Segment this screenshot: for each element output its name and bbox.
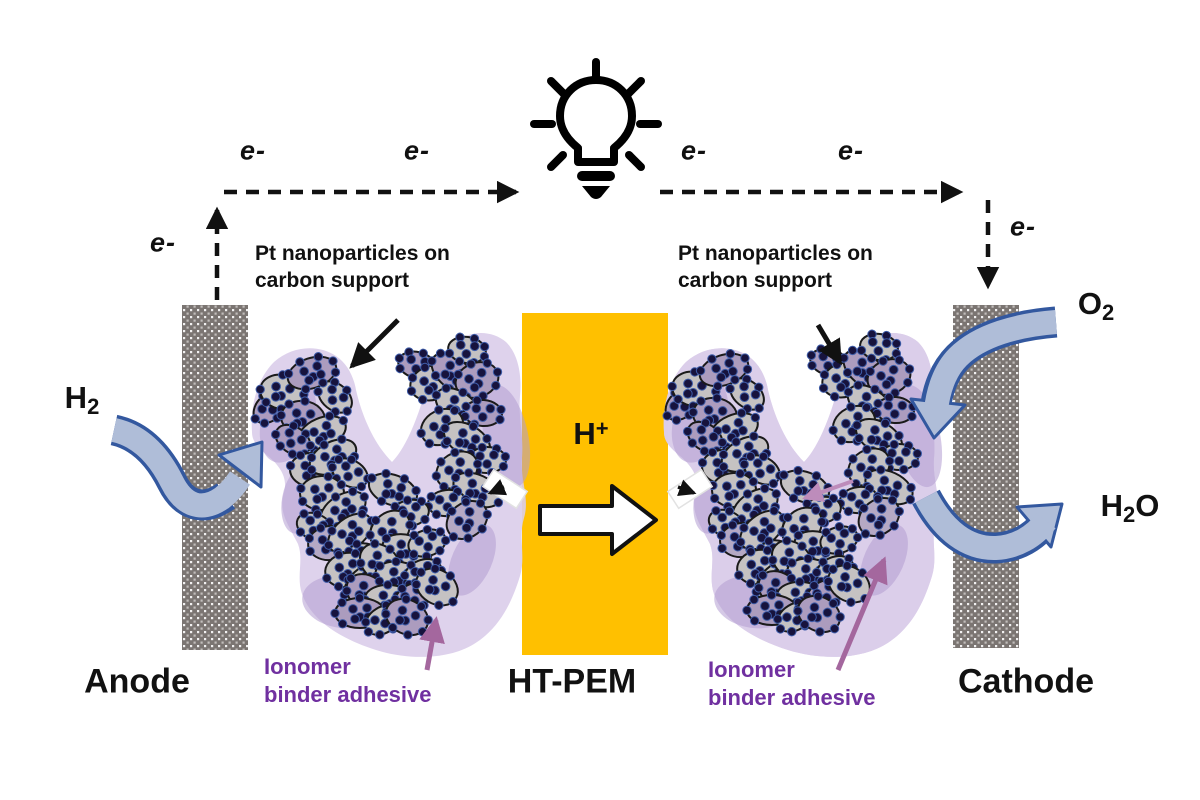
oxygen-flow-arrow: [909, 306, 1058, 440]
ionomer-caption-left: Ionomer binder adhesive: [264, 653, 432, 709]
pt-caption-left-line1: Pt nanoparticles on: [255, 242, 450, 265]
ionomer-caption-right-line2: binder adhesive: [708, 685, 876, 710]
electron-label-right-1: e-: [680, 135, 708, 166]
pt-caption-right-line2: carbon support: [678, 269, 833, 292]
pt-caption-left-line2: carbon support: [255, 269, 410, 292]
ionomer-pointer-arrow-left: [419, 616, 445, 671]
hydrogen-flow-arrow: [109, 414, 264, 521]
light-bulb-icon: [530, 58, 662, 199]
electron-label-right-2: e-: [837, 135, 865, 166]
cathode-label: Cathode: [958, 662, 1094, 701]
ionomer-caption-right: Ionomer binder adhesive: [708, 656, 876, 712]
pt-caption-right-line1: Pt nanoparticles on: [678, 242, 873, 265]
electron-label-left-mid: e-: [403, 135, 431, 166]
electron-label-anode-side: e-: [149, 227, 177, 258]
ionomer-caption-right-line1: Ionomer: [708, 657, 795, 682]
electron-circuit: [205, 180, 1000, 300]
ionomer-caption-left-line2: binder adhesive: [264, 682, 432, 707]
ht-pem-membrane: [522, 313, 668, 655]
pt-pointer-arrow-right: [815, 323, 843, 366]
catalyst-cluster-anode: [250, 332, 511, 640]
water-flow-arrow: [912, 489, 1064, 564]
membrane-label: HT-PEM: [507, 662, 637, 701]
catalyst-cluster-cathode: [662, 329, 923, 637]
pt-caption-left: Pt nanoparticles on carbon support: [255, 240, 450, 294]
pt-pointer-arrow-left: [349, 318, 400, 369]
triple-phase-callout-right: [666, 468, 714, 510]
water-label: H2O: [1100, 488, 1160, 527]
proton-label: H+: [573, 416, 609, 451]
triple-phase-callout-left: [481, 468, 529, 510]
ionomer-pointer-arrow-right-long: [835, 556, 888, 671]
oxygen-label: O2: [1077, 286, 1115, 325]
hydrogen-label: H2: [64, 380, 100, 419]
proton-flow-arrow: [538, 484, 658, 556]
electron-label-anode-top: e-: [239, 135, 267, 166]
ionomer-caption-left-line1: Ionomer: [264, 654, 351, 679]
pt-caption-right: Pt nanoparticles on carbon support: [678, 240, 873, 294]
anode-label: Anode: [84, 662, 190, 701]
ionomer-pointer-arrow-right-short: [802, 479, 854, 502]
electron-label-cathode-side: e-: [1009, 211, 1037, 242]
